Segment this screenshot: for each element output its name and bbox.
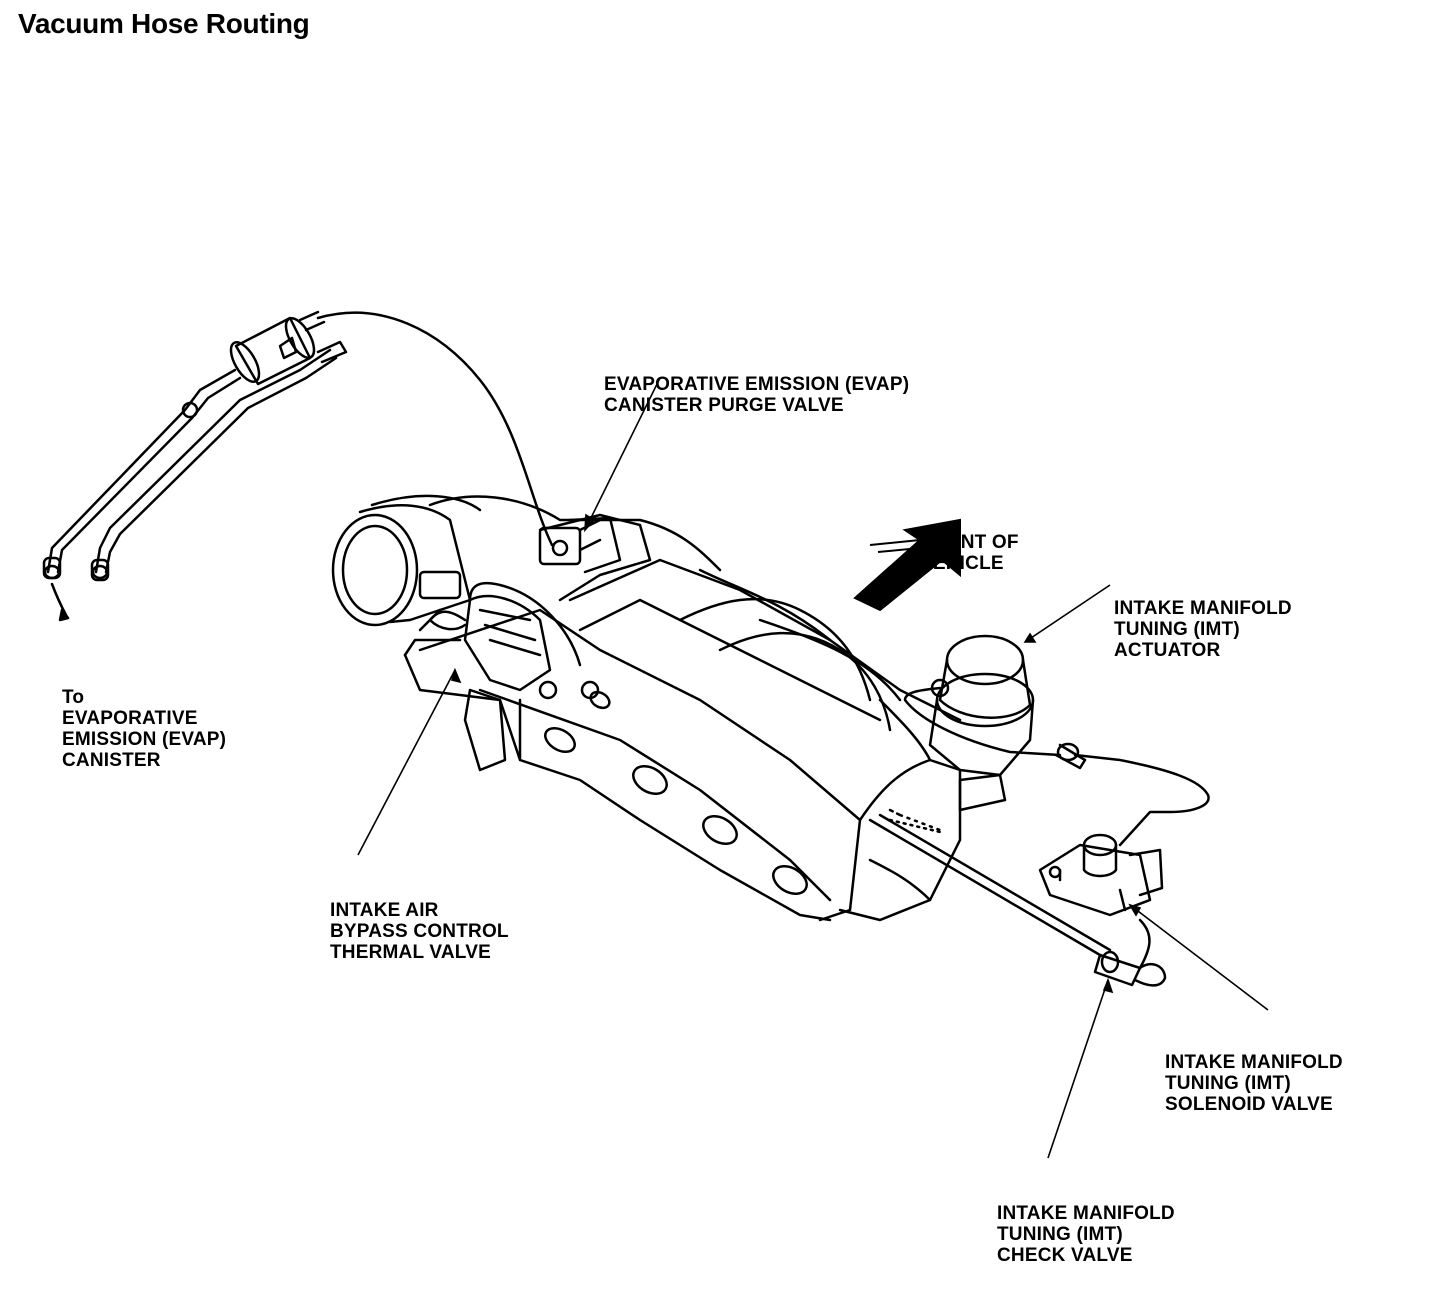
bypass-valve-plate (463, 594, 600, 772)
manifold-ports (544, 690, 808, 895)
label-evap-purge-valve: EVAPORATIVE EMISSION (EVAP)CANISTER PURG… (604, 374, 910, 416)
front-arrow (853, 518, 961, 612)
diagram-title: Vacuum Hose Routing (18, 8, 310, 39)
imt-actuator (928, 634, 1035, 812)
manifold-body (403, 495, 962, 922)
throttle-body (331, 494, 482, 627)
inline-filter (229, 310, 348, 386)
imt-solenoid-valve (1038, 833, 1164, 917)
imt-check-valve (1093, 918, 1167, 987)
evap-hoses (42, 348, 338, 622)
